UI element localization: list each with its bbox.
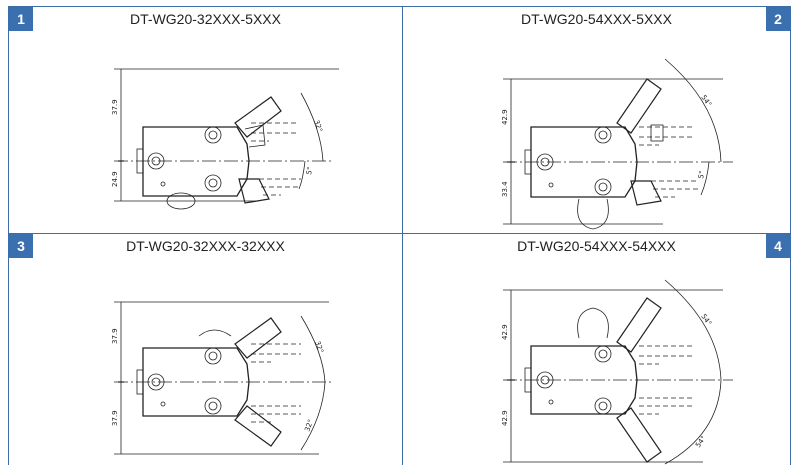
dim-bottom-label: 24.9 <box>111 171 119 187</box>
panel-title: DT-WG20-54XXX-54XXX <box>517 238 676 254</box>
angle-upper-label: 32° <box>313 340 325 354</box>
panel-title: DT-WG20-54XXX-5XXX <box>521 11 672 27</box>
panel-3: 3 DT-WG20-32XXX-32XXX <box>8 233 403 465</box>
panel-number-badge: 1 <box>9 7 33 31</box>
dim-top-label: 42.9 <box>501 324 509 340</box>
panel-title: DT-WG20-32XXX-5XXX <box>130 11 281 27</box>
panel-1: 1 DT-WG20-32XXX-5XXX <box>8 6 403 234</box>
angle-lower-label: 5° <box>305 166 314 175</box>
panel-4: 4 DT-WG20-54XXX-54XXX <box>402 233 791 465</box>
dim-bottom-label: 37.9 <box>111 410 119 426</box>
dim-top-label: 42.9 <box>501 109 509 125</box>
angle-lower-label: 32° <box>303 418 315 432</box>
gripper-drawing: 37.9 37.9 32° 32° <box>111 301 334 455</box>
angle-lower-label: 5° <box>697 170 706 179</box>
panel-number-badge: 2 <box>766 7 790 31</box>
angle-lower-label: 54° <box>694 434 708 449</box>
gripper-drawing: 42.9 42.9 54° 54° <box>501 279 733 465</box>
gripper-drawing: 42.9 33.4 54° 5° <box>501 58 733 230</box>
panel-2: 2 DT-WG20-54XXX-5XXX <box>402 6 791 234</box>
angle-upper-label: 54° <box>699 94 713 109</box>
angle-upper-label: 32° <box>312 119 324 133</box>
angle-upper-label: 54° <box>699 313 713 328</box>
dim-bottom-label: 42.9 <box>501 410 509 426</box>
gripper-drawing: 37.9 24.9 32° 5° <box>111 68 339 210</box>
panel-number-badge: 3 <box>9 234 33 258</box>
dim-top-label: 37.9 <box>111 99 119 115</box>
dim-bottom-label: 33.4 <box>501 181 509 197</box>
panel-number-badge: 4 <box>766 234 790 258</box>
dim-top-label: 37.9 <box>111 328 119 344</box>
panel-title: DT-WG20-32XXX-32XXX <box>126 238 285 254</box>
